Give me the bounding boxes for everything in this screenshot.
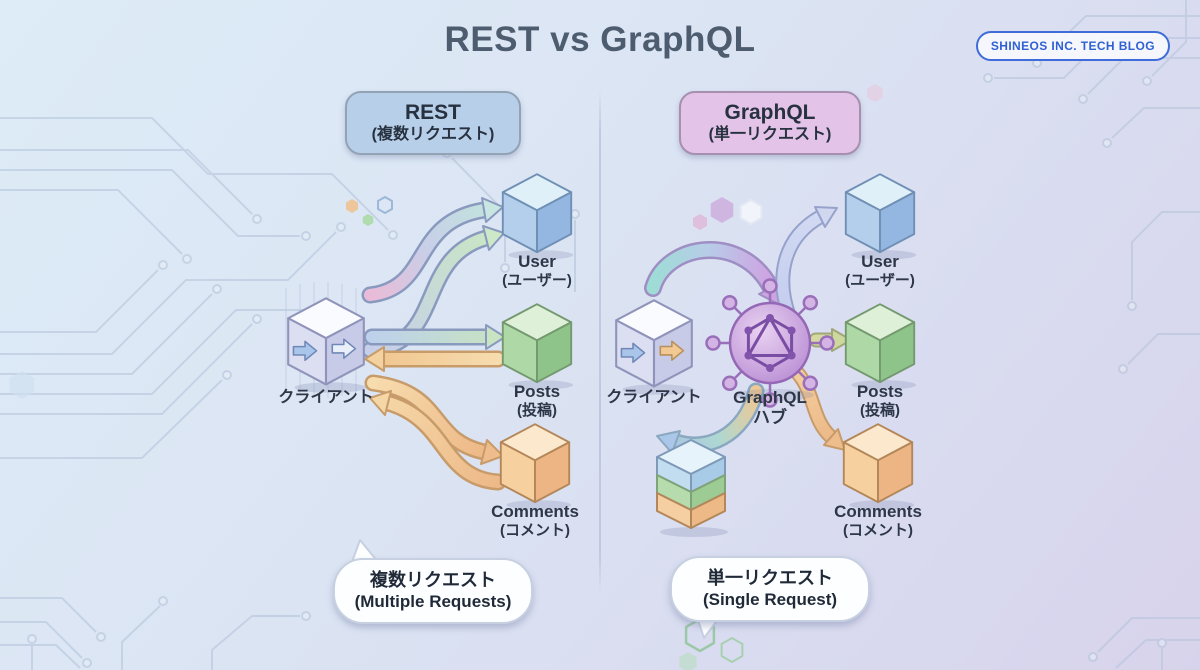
rest-user-cube-icon bbox=[501, 173, 574, 260]
graphql-hub-icon bbox=[705, 278, 835, 408]
client-face-arrow-icon bbox=[292, 340, 318, 362]
graphql-bubble-line1: 単一リクエスト bbox=[707, 568, 833, 588]
graphql-posts-label: Posts (投稿) bbox=[856, 382, 904, 420]
graphql-arrow-hub-to-comments bbox=[785, 360, 846, 451]
hexagon-decorations bbox=[9, 84, 883, 670]
rest-header: REST (複数リクエスト) bbox=[345, 91, 521, 155]
graphql-bubble-line2: (Single Request) bbox=[702, 589, 838, 609]
graphql-user-cube-icon bbox=[844, 173, 917, 260]
graphql-header-title: GraphQL bbox=[724, 101, 816, 125]
rest-arrow-comments-return bbox=[369, 390, 507, 491]
page-title: REST vs GraphQL bbox=[444, 20, 756, 59]
rest-posts-cube-icon bbox=[501, 303, 574, 390]
rest-client-cube-icon bbox=[287, 297, 366, 393]
graphql-client-cube-icon bbox=[615, 299, 694, 395]
graphql-logo-icon bbox=[744, 314, 796, 372]
rest-bubble-line2: (Multiple Requests) bbox=[354, 591, 512, 611]
rest-header-title: REST bbox=[404, 101, 461, 125]
client-face-arrow-icon bbox=[331, 338, 357, 359]
graphql-posts-cube-icon bbox=[844, 303, 917, 390]
rest-arrow-client-to-user bbox=[361, 197, 504, 304]
rest-posts-label: Posts (投稿) bbox=[513, 382, 561, 420]
rest-summary-bubble: 複数リクエスト (Multiple Requests) bbox=[333, 558, 533, 624]
graphql-header-subtitle: (単一リクエスト) bbox=[708, 126, 832, 144]
graphql-header: GraphQL (単一リクエスト) bbox=[679, 91, 861, 155]
graphql-comments-label: Comments (コメント) bbox=[834, 502, 922, 540]
column-divider bbox=[599, 90, 601, 592]
graphql-summary-bubble: 単一リクエスト (Single Request) bbox=[670, 556, 870, 622]
rest-comments-cube-icon bbox=[499, 423, 572, 510]
rest-bubble-tail bbox=[351, 539, 379, 562]
graphql-comments-cube-icon bbox=[842, 423, 915, 510]
graphql-user-label: User (ユーザー) bbox=[845, 252, 915, 290]
client-face-arrow-icon bbox=[620, 342, 646, 364]
tech-blog-badge-label: SHINEOS INC. TECH BLOG bbox=[990, 39, 1155, 53]
rest-arrow-client-to-posts bbox=[363, 324, 506, 350]
tech-blog-badge: SHINEOS INC. TECH BLOG bbox=[975, 31, 1170, 61]
rest-arrow-client-to-comments bbox=[364, 374, 504, 465]
rest-user-label: User (ユーザー) bbox=[502, 252, 572, 290]
graphql-arrow-hub-to-user bbox=[775, 206, 838, 326]
rest-comments-label: Comments (コメント) bbox=[491, 502, 579, 540]
rest-header-subtitle: (複数リクエスト) bbox=[371, 126, 495, 144]
rest-bubble-line1: 複数リクエスト bbox=[370, 570, 496, 590]
rest-arrow-posts-return bbox=[364, 346, 507, 372]
client-face-arrow-icon bbox=[659, 340, 685, 361]
hub-satellite-nodes bbox=[705, 278, 835, 408]
rest-client-label: クライアント bbox=[278, 389, 374, 406]
aggregated-response-cube-icon bbox=[656, 439, 728, 537]
graphql-client-label: クライアント bbox=[606, 389, 702, 406]
graphql-hub-label: GraphQL ハブ bbox=[733, 388, 807, 428]
